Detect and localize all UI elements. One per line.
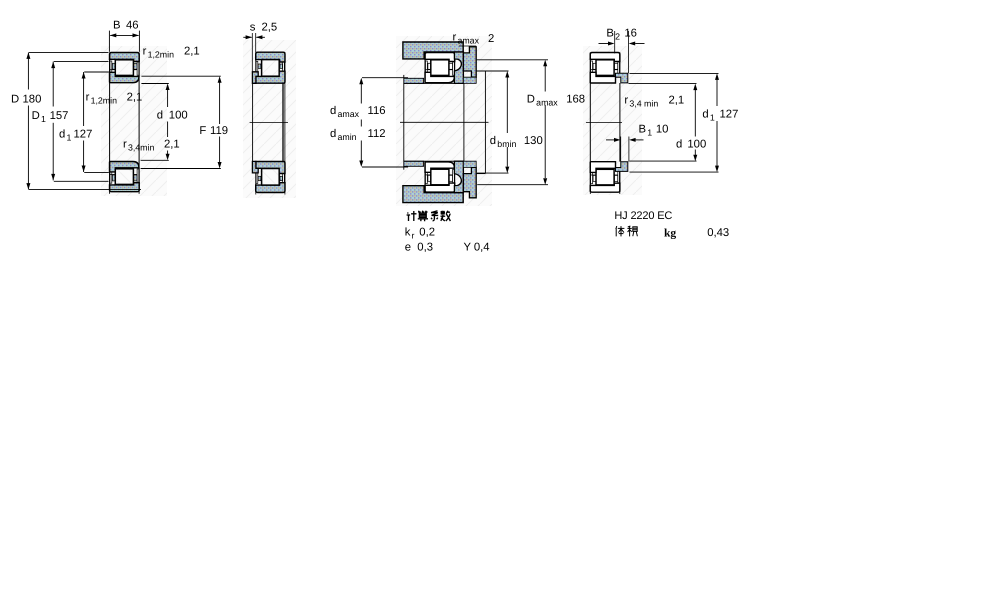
svg-text:2,1: 2,1 [164, 139, 180, 151]
svg-text:damax: damax [330, 105, 360, 119]
svg-text:127: 127 [720, 109, 739, 121]
svg-text:2,1: 2,1 [669, 95, 685, 107]
svg-text:d1: d1 [59, 129, 71, 143]
svg-text:46: 46 [126, 20, 139, 32]
svg-text:kr: kr [405, 227, 415, 241]
svg-text:100: 100 [169, 109, 188, 121]
svg-text:168: 168 [566, 94, 585, 106]
svg-text:B: B [113, 20, 121, 32]
svg-text:F: F [199, 125, 206, 137]
svg-text:0,3: 0,3 [417, 242, 433, 254]
svg-text:d1: d1 [702, 109, 714, 123]
svg-text:D1: D1 [32, 110, 46, 124]
svg-text:damin: damin [330, 128, 357, 142]
svg-text:d: d [676, 139, 682, 151]
svg-text:Y: Y [464, 242, 472, 254]
svg-text:B2: B2 [606, 28, 620, 42]
svg-text:r3,4min: r3,4min [123, 139, 154, 153]
svg-text:0,2: 0,2 [419, 227, 435, 239]
svg-text:r1,2min: r1,2min [143, 45, 174, 59]
svg-text:Damax: Damax [527, 94, 558, 108]
svg-text:0,4: 0,4 [474, 242, 490, 254]
svg-text:2,5: 2,5 [262, 21, 278, 33]
svg-text:116: 116 [368, 105, 386, 117]
svg-text:180: 180 [23, 93, 42, 105]
svg-text:dbmin: dbmin [490, 135, 517, 149]
svg-text:0,43: 0,43 [707, 227, 729, 239]
svg-text:127: 127 [74, 129, 93, 141]
svg-text:D: D [11, 93, 19, 105]
svg-text:HJ 2220 EC: HJ 2220 EC [614, 210, 672, 222]
svg-text:ramax: ramax [453, 32, 480, 46]
svg-text:kg: kg [664, 227, 676, 239]
svg-text:119: 119 [210, 125, 228, 137]
svg-text:2,1: 2,1 [184, 45, 200, 57]
svg-text:e: e [405, 242, 411, 254]
svg-text:112: 112 [368, 128, 386, 140]
svg-text:2,1: 2,1 [127, 92, 143, 104]
svg-text:16: 16 [624, 28, 637, 40]
svg-text:B1: B1 [639, 124, 653, 138]
svg-text:10: 10 [656, 124, 669, 136]
svg-text:d: d [157, 109, 163, 121]
svg-text:s: s [250, 21, 256, 33]
svg-text:130: 130 [524, 135, 543, 147]
svg-text:2: 2 [488, 33, 494, 45]
svg-text:r1,2min: r1,2min [86, 92, 117, 106]
svg-text:100: 100 [687, 139, 706, 151]
svg-text:r3,4 min: r3,4 min [624, 95, 658, 109]
svg-text:157: 157 [50, 110, 69, 122]
